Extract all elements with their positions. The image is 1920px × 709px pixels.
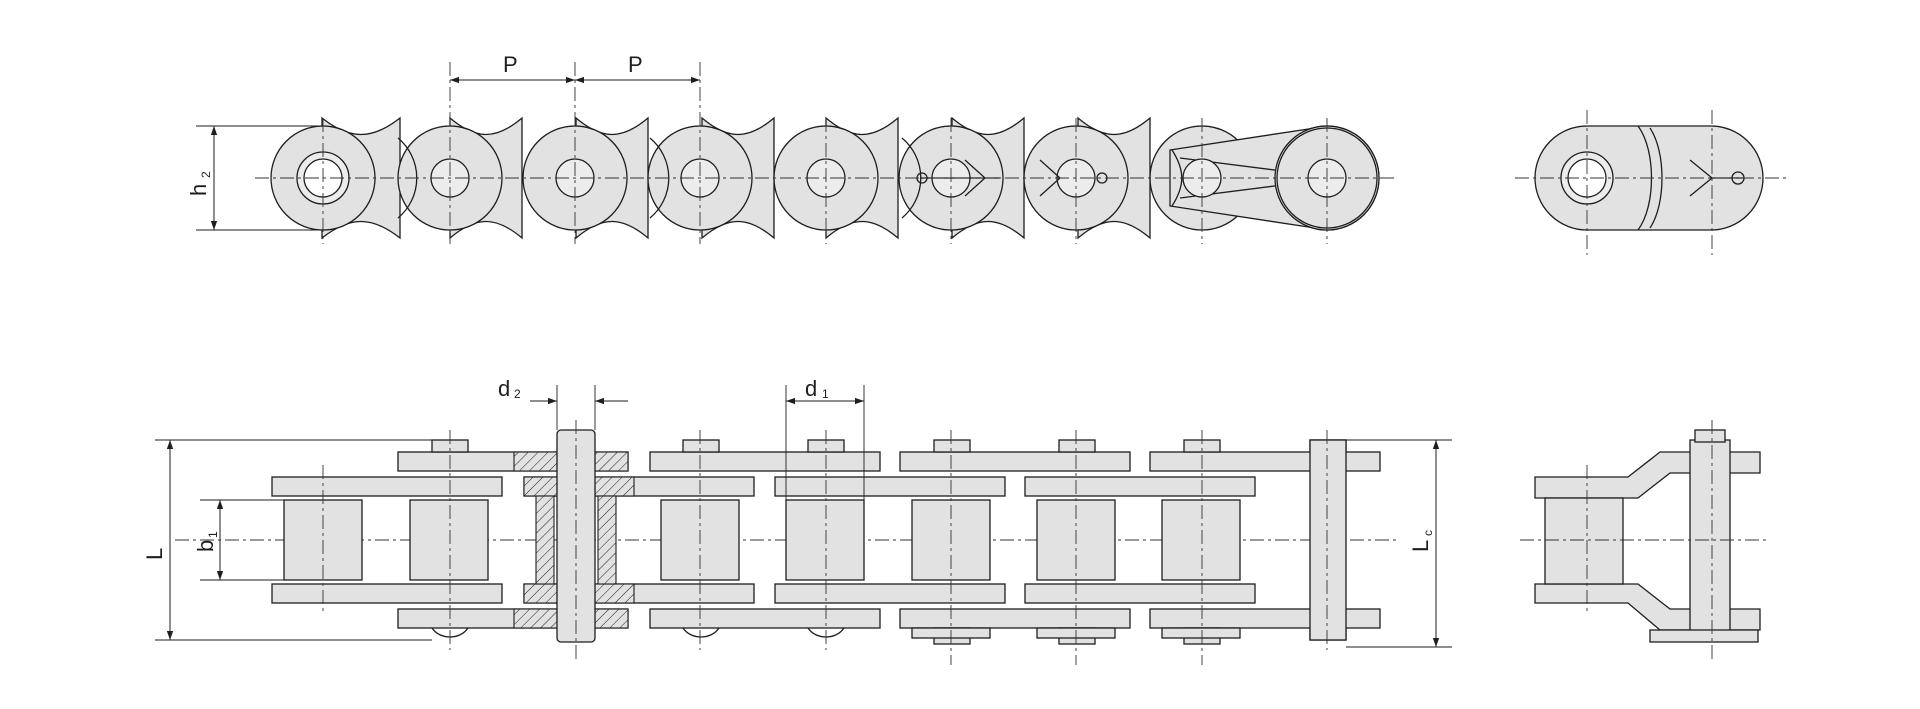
connecting-link-side (1515, 110, 1790, 255)
roller-diameter-dimension: d 1 (785, 376, 865, 500)
inner-width-sub: 1 (206, 531, 220, 538)
overall-width-label: L (142, 548, 167, 560)
roller-diameter-label: d (805, 376, 817, 401)
pin-diameter-sub: 2 (514, 387, 521, 401)
pitch-dimension: P P (450, 52, 700, 84)
sectioned-pin (513, 420, 635, 660)
roller-diameter-sub: 1 (822, 387, 829, 401)
plan-pin-centerlines (322, 430, 1328, 665)
pin-diameter-dimension: d 2 (498, 376, 628, 430)
connector-width-dimension: L c (1346, 439, 1452, 648)
inner-plates (271, 476, 1256, 604)
pitch-label-2: P (628, 52, 643, 77)
connector-width-label: L (1408, 540, 1433, 552)
offset-link-plan (1520, 420, 1770, 662)
pitch-label-1: P (503, 52, 518, 77)
plate-height-sub: 2 (199, 171, 213, 178)
plate-height-label: h (186, 184, 211, 196)
connecting-link-plates (1309, 439, 1347, 641)
inner-width-dimension: b 1 (193, 499, 284, 581)
chain-plan-view: L b 1 d 2 d 1 (142, 376, 1452, 665)
chain-side-view: P P h 2 (186, 52, 1395, 244)
inner-width-label: b (193, 540, 218, 552)
overall-width-dimension: L (142, 439, 432, 641)
plate-height-dimension: h 2 (186, 125, 323, 231)
connector-width-sub: c (1421, 530, 1435, 536)
side-centerlines (255, 62, 1395, 244)
pin-diameter-label: d (498, 376, 510, 401)
